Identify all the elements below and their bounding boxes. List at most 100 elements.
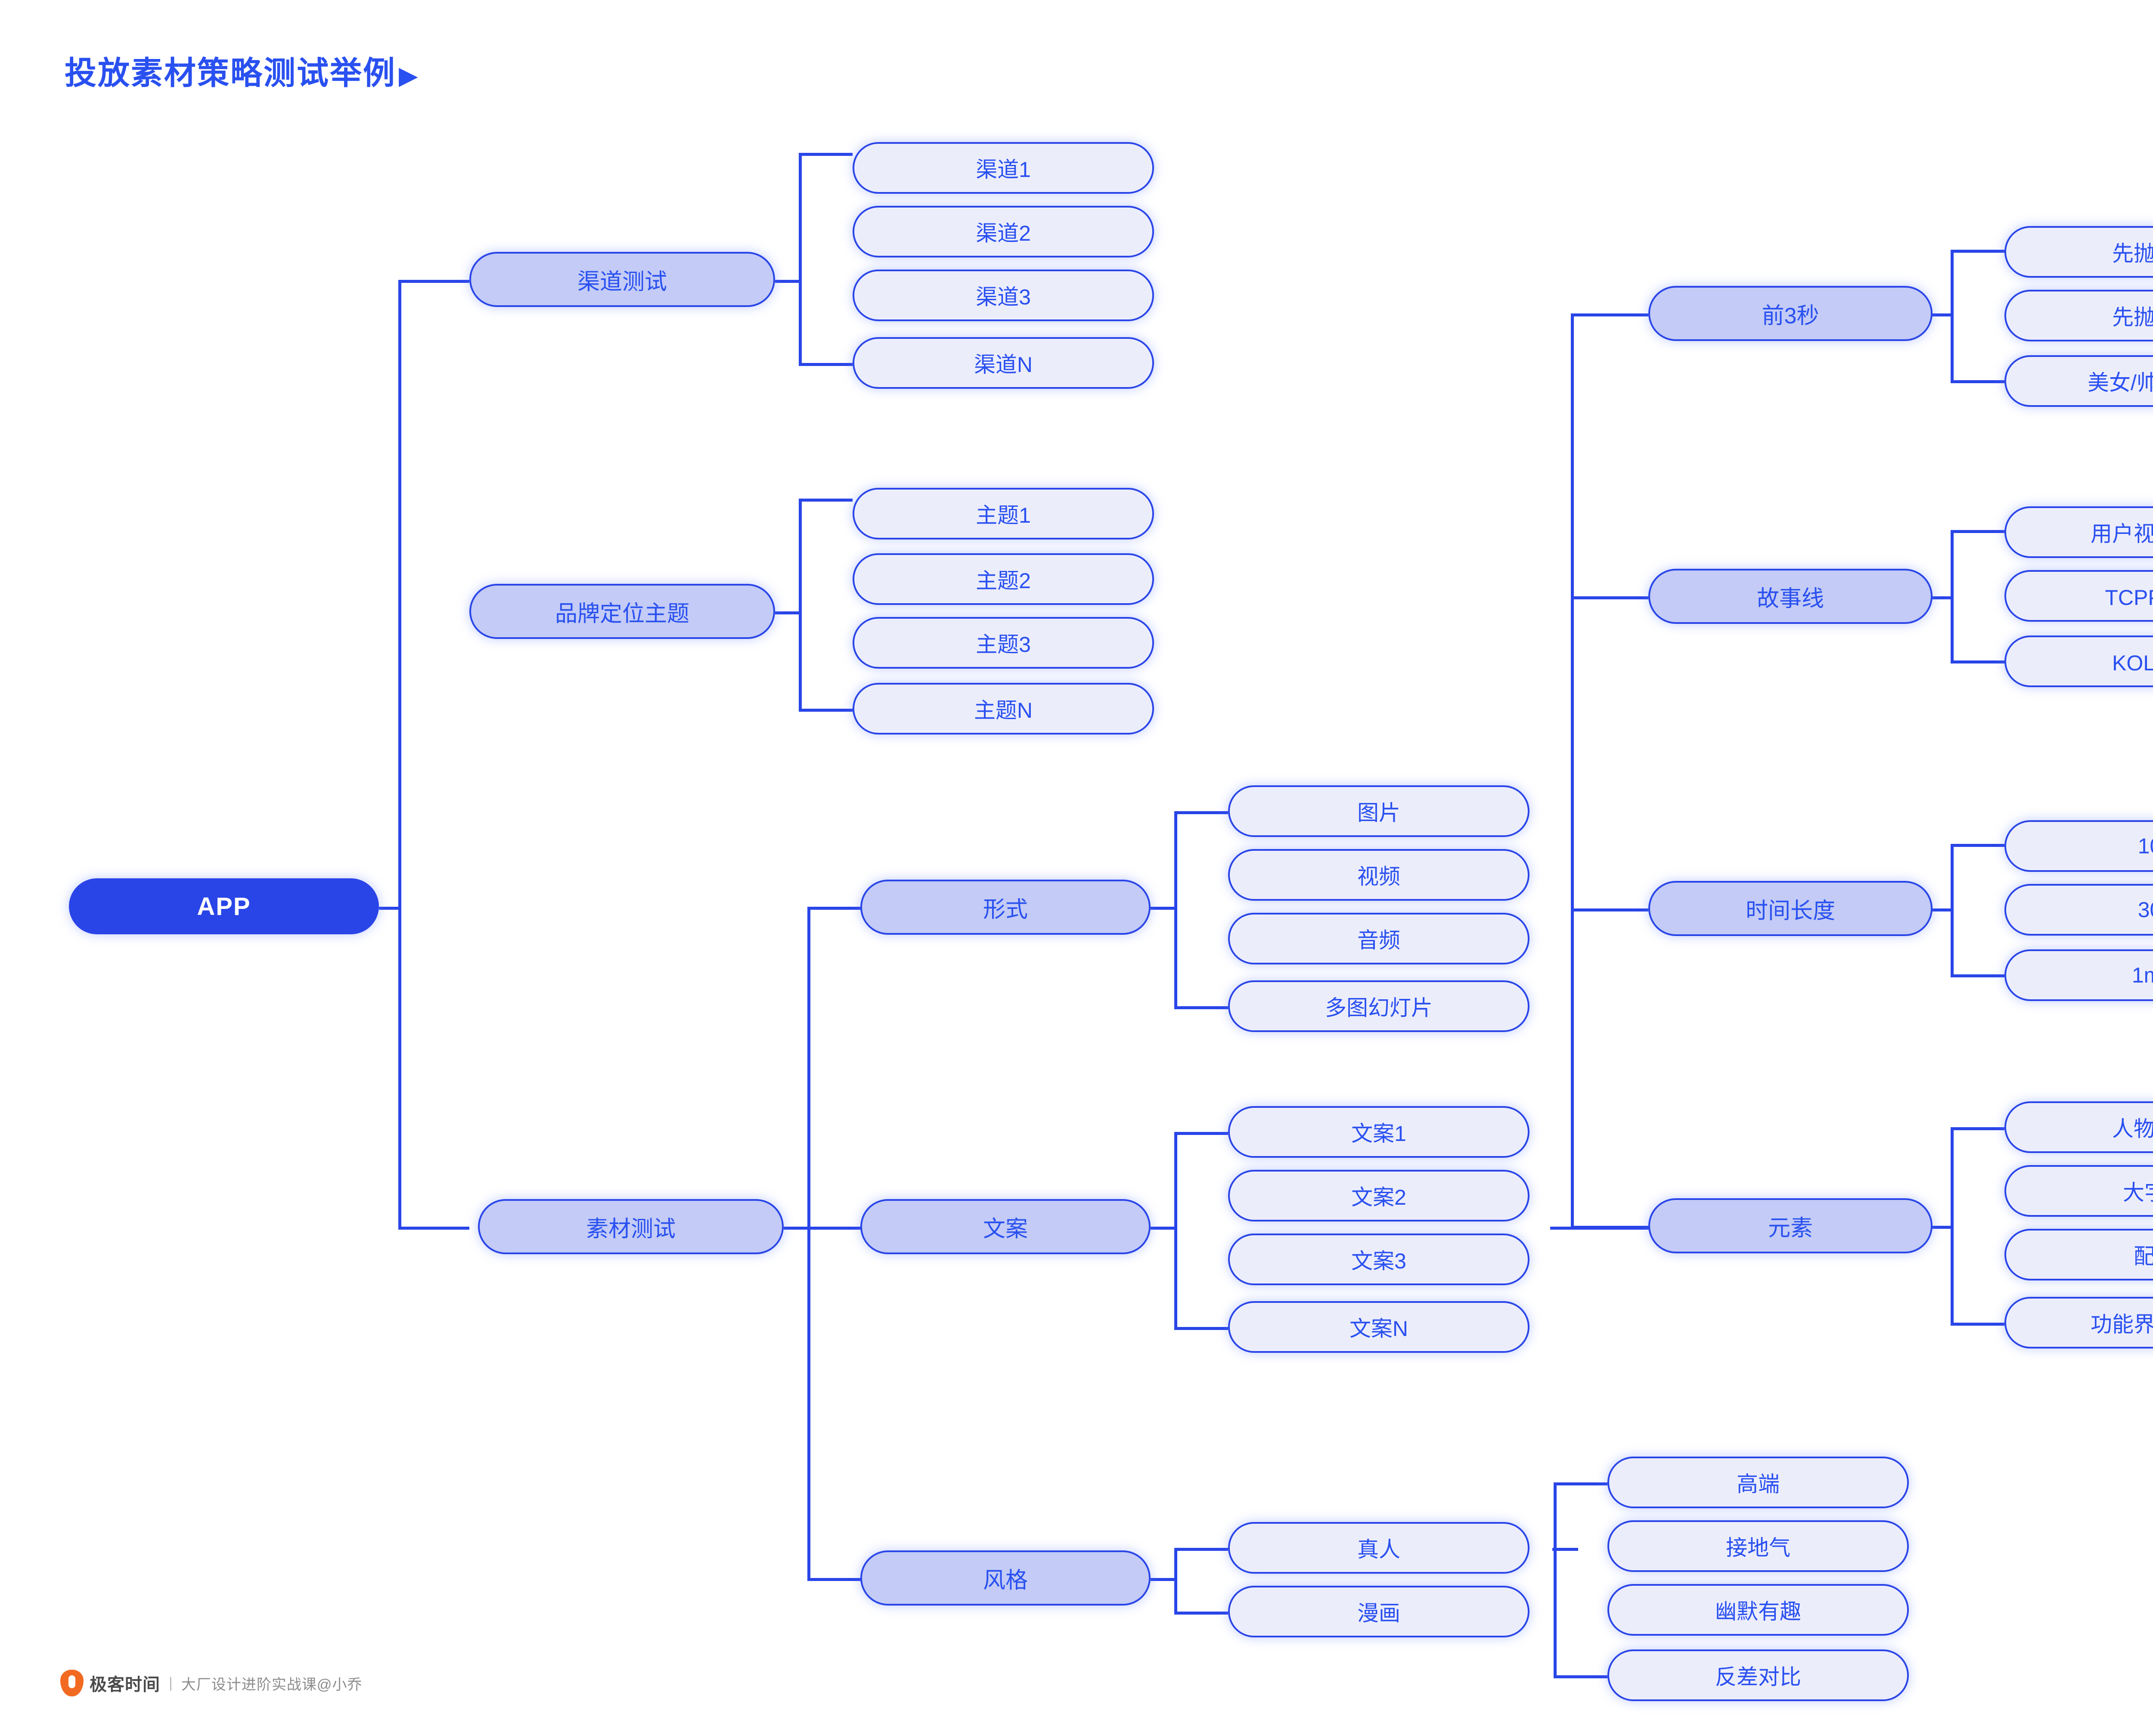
connector-element-out (1929, 1226, 1953, 1229)
connector-channel-out (775, 280, 801, 283)
connector-style-first (1174, 1548, 1228, 1551)
connector-brand-out (775, 611, 801, 614)
connector-to-element (1571, 1226, 1648, 1229)
node-theme-3[interactable]: 主题3 (853, 617, 1154, 669)
node-storyline-userview[interactable]: 用户视角讲述 (2004, 506, 2153, 558)
node-duration[interactable]: 时间长度 (1648, 881, 1933, 936)
connector-realstyle-first (1554, 1482, 1607, 1485)
node-form-audio[interactable]: 音频 (1228, 913, 1529, 964)
node-root-app[interactable]: APP (69, 878, 379, 934)
footer-watermark: 极客时间 | 大厂设计进阶实战课@小乔 (60, 1670, 362, 1696)
node-channel-test[interactable]: 渠道测试 (469, 252, 775, 307)
node-channel-2[interactable]: 渠道2 (853, 206, 1154, 257)
connector-material-spine (807, 907, 810, 1579)
connector-realperson-out (1552, 1548, 1578, 1551)
node-copy[interactable]: 文案 (860, 1199, 1151, 1254)
node-form-video[interactable]: 视频 (1228, 849, 1529, 901)
node-style[interactable]: 风格 (860, 1550, 1151, 1606)
connector-style-out (1151, 1578, 1176, 1581)
node-channel-3[interactable]: 渠道3 (853, 270, 1154, 321)
footer-separator: | (169, 1674, 173, 1691)
node-storyline-kol[interactable]: KOL口播 (2004, 636, 2153, 687)
node-storyline[interactable]: 故事线 (1648, 569, 1933, 624)
node-storyline-tcpp[interactable]: TCPP剧情 (2004, 570, 2153, 622)
node-theme-n[interactable]: 主题N (853, 683, 1154, 735)
connector-theme-n (799, 709, 853, 712)
node-element[interactable]: 元素 (1648, 1198, 1933, 1253)
connector-channel-1 (799, 153, 853, 156)
node-realstyle-humor[interactable]: 幽默有趣 (1607, 1584, 1909, 1636)
connector-theme-1 (799, 499, 853, 502)
node-brand-theme[interactable]: 品牌定位主题 (469, 584, 775, 639)
node-element-person[interactable]: 人物为主 (2004, 1101, 2153, 1153)
node-element-music[interactable]: 配乐 (2004, 1229, 2153, 1280)
connector-to-style (807, 1578, 861, 1581)
connector-copy-out (1151, 1227, 1176, 1230)
connector-element-first (1951, 1127, 2004, 1130)
node-realstyle-premium[interactable]: 高端 (1607, 1457, 1909, 1508)
footer-brand: 极客时间 (90, 1675, 160, 1694)
node-element-poster[interactable]: 大字报 (2004, 1165, 2153, 1217)
node-first3s-attractive[interactable]: 美女/帅哥吸引 (2004, 355, 2153, 407)
node-realstyle-contrast[interactable]: 反差对比 (1607, 1649, 1909, 1701)
connector-duration-out (1929, 908, 1953, 911)
connector-style-last (1174, 1612, 1228, 1615)
connector-copy-spine (1174, 1132, 1177, 1330)
node-form[interactable]: 形式 (860, 880, 1151, 935)
connector-form-spine (1174, 811, 1177, 1009)
connector-form-last (1174, 1006, 1228, 1009)
connector-to-storyline (1571, 596, 1648, 599)
connector-to-first3s (1571, 313, 1648, 316)
node-channel-1[interactable]: 渠道1 (853, 142, 1154, 194)
connector-channel-n (799, 363, 853, 366)
connector-channel-spine (799, 153, 802, 366)
connector-first3s-last (1951, 380, 2004, 383)
connector-duration-first (1951, 844, 2004, 847)
connector-to-duration (1571, 908, 1648, 911)
node-copy-1[interactable]: 文案1 (1228, 1106, 1529, 1158)
connector-storyline-first (1951, 530, 2004, 533)
connector-copy-last (1174, 1327, 1228, 1330)
node-channel-n[interactable]: 渠道N (853, 337, 1154, 389)
connector-storyline-spine (1951, 530, 1954, 663)
geekbang-logo-icon (60, 1670, 84, 1696)
node-realstyle-downtoearth[interactable]: 接地气 (1607, 1520, 1909, 1572)
node-theme-2[interactable]: 主题2 (853, 553, 1154, 605)
page-title: 投放素材策略测试举例▶ (65, 47, 419, 93)
node-first3s-painpoint[interactable]: 先抛痛点 (2004, 290, 2153, 341)
node-copy-n[interactable]: 文案N (1228, 1301, 1529, 1353)
node-duration-1min[interactable]: 1min (2004, 949, 2153, 1001)
connector-form-first (1174, 811, 1228, 814)
connector-to-material-test (398, 1227, 469, 1230)
connector-to-channel-test (398, 280, 469, 283)
node-duration-10s[interactable]: 10s (2004, 820, 2153, 872)
node-duration-30s[interactable]: 30s (2004, 884, 2153, 936)
connector-form-out (1151, 907, 1176, 910)
node-copy-2[interactable]: 文案2 (1228, 1170, 1529, 1221)
node-theme-1[interactable]: 主题1 (853, 488, 1154, 539)
node-form-image[interactable]: 图片 (1228, 785, 1529, 837)
connector-storyline-last (1951, 660, 2004, 663)
node-material-test[interactable]: 素材测试 (478, 1199, 784, 1254)
node-first3s-function[interactable]: 先抛功能 (2004, 226, 2153, 278)
node-style-realperson[interactable]: 真人 (1228, 1522, 1529, 1574)
connector-copy-first (1174, 1132, 1228, 1135)
node-copy-3[interactable]: 文案3 (1228, 1234, 1529, 1285)
footer-course: 大厂设计进阶实战课@小乔 (181, 1676, 363, 1693)
node-style-comic[interactable]: 漫画 (1228, 1586, 1529, 1637)
connector-realperson-spine (1554, 1482, 1557, 1678)
connector-duration-last (1951, 974, 2004, 977)
node-form-slideshow[interactable]: 多图幻灯片 (1228, 980, 1529, 1032)
connector-to-form (807, 907, 861, 910)
connector-to-copy (807, 1227, 861, 1230)
connector-root-spine (398, 280, 401, 1230)
node-element-uidemo[interactable]: 功能界面演示 (2004, 1297, 2153, 1348)
connector-material-out (784, 1227, 810, 1230)
connector-first3s-first (1951, 250, 2004, 253)
connector-root-out (379, 907, 400, 910)
play-triangle-icon: ▶ (399, 62, 419, 90)
node-first3s[interactable]: 前3秒 (1648, 286, 1933, 341)
connector-duration-spine (1951, 844, 1954, 977)
page-title-text: 投放素材策略测试举例 (65, 55, 396, 91)
